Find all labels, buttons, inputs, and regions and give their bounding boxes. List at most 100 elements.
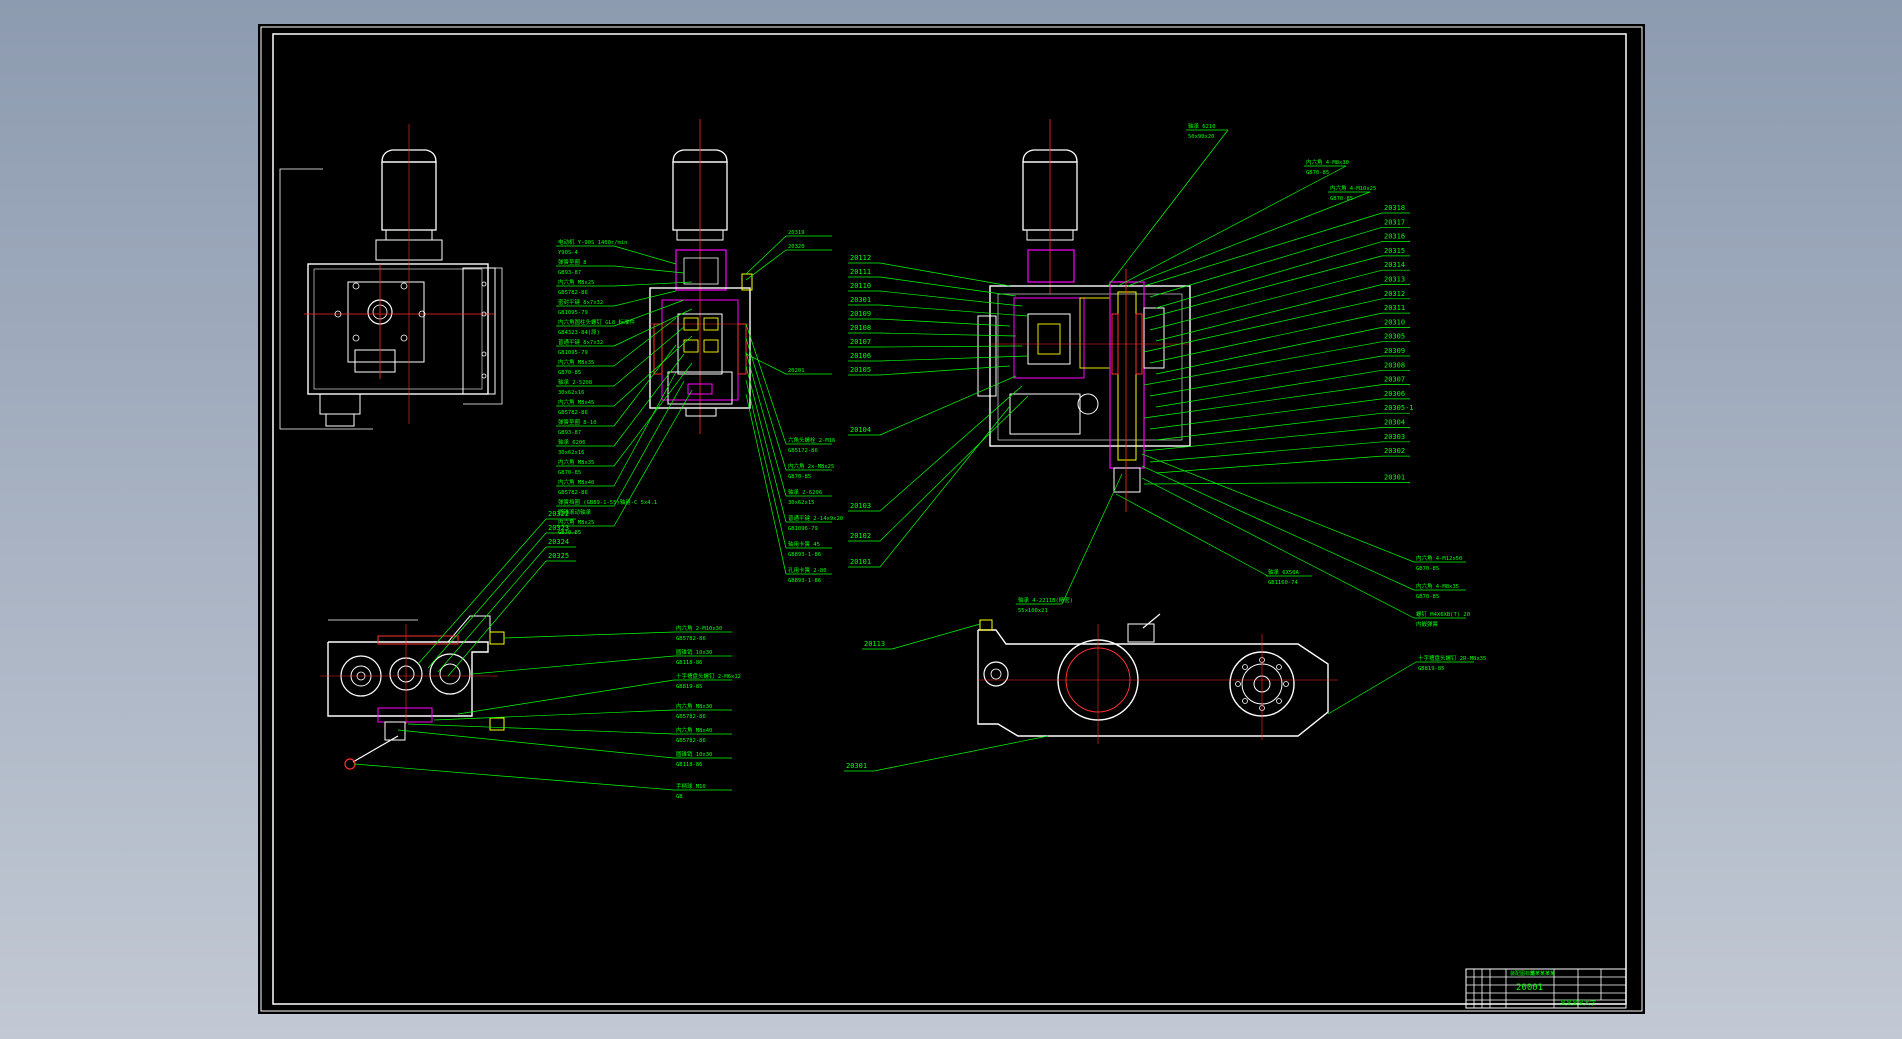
leader-line [353, 763, 675, 791]
part-number: 20314 [1384, 261, 1405, 269]
callout-label: 轴承 4-2211B(精密) [1018, 596, 1073, 604]
callout-label: 密封平键 8x7x32 [558, 298, 603, 306]
title-cell-2: 某某某某某 [1530, 971, 1555, 977]
callout-standard: GB70-85 [1330, 196, 1353, 202]
callout-label: 20319 [788, 230, 805, 236]
leader-line [745, 323, 787, 445]
callout-standard: Y90S-4 [558, 250, 579, 256]
spindle [1117, 291, 1137, 461]
bolt-circle [334, 310, 342, 318]
bolt-circle [481, 281, 487, 287]
callout-standard: GB70-85 [1306, 170, 1329, 176]
part-number: 20312 [1384, 290, 1405, 298]
leader-line [1143, 341, 1383, 386]
gear-tooth-mark [683, 317, 699, 331]
part-number: 20315 [1384, 247, 1405, 255]
part-number: 20301 [846, 762, 867, 770]
part-number: 20102 [850, 532, 871, 540]
callout-label: 内六角 4-M12x50 [1416, 554, 1462, 562]
leader-line [1149, 398, 1383, 430]
housing-lug [447, 615, 491, 643]
callout-label: 普通平键 2-14x9x20 [788, 514, 843, 522]
leader-line [397, 729, 675, 759]
leader-line [613, 317, 677, 367]
leader-line [407, 723, 675, 735]
side-mount [977, 315, 997, 397]
part-number: 20325 [548, 552, 569, 560]
section-view-center [649, 119, 753, 434]
part-number: 20111 [850, 268, 871, 276]
leader-line [879, 262, 1011, 287]
drawing-number: 20001 [1516, 983, 1543, 993]
callout-standard: GB1096-79 [788, 526, 818, 532]
callout-label: 圆锥销 10x30 [676, 648, 712, 656]
plug [979, 619, 993, 631]
callout-standard: GB893-1-86 [788, 578, 821, 584]
front-view [279, 124, 503, 430]
callout-label: 内六角 M8x30 [676, 702, 712, 710]
leader-line [471, 655, 675, 675]
callout-standard: 55x100x21 [1018, 608, 1048, 614]
bolt-circle [481, 351, 487, 357]
side-mount [462, 267, 496, 395]
leader-line [745, 379, 787, 549]
part-number: 20106 [850, 352, 871, 360]
callout-label: 轴用卡簧 45 [788, 540, 820, 548]
bolt-circle [1235, 681, 1241, 687]
part-number: 20309 [1384, 347, 1405, 355]
leader-line [1143, 298, 1383, 353]
callout-label: 内六角 4-M8x35 [1416, 582, 1459, 590]
callout-label: 十字槽盘头螺钉 2R-M8x35 [1418, 654, 1486, 662]
callout-label: 轴承 6210 [1188, 122, 1216, 130]
part-number: 20109 [850, 310, 871, 318]
callout-standard: GB893-1-86 [788, 552, 821, 558]
leader-line [1149, 355, 1383, 397]
callout-standard: GB5782-86 [676, 714, 706, 720]
leader-line [891, 623, 981, 650]
callout-standard: GB118-86 [676, 660, 703, 666]
gear-tooth-mark [683, 339, 699, 353]
callout-standard: GB5782-86 [558, 410, 588, 416]
name-plate [354, 349, 396, 373]
part-number: 20317 [1384, 218, 1405, 226]
leader-line [613, 299, 685, 327]
leader-line [1117, 165, 1347, 287]
gearbox-outline [977, 629, 1329, 737]
part-number: 20301 [1384, 473, 1405, 481]
bolt-circle [481, 373, 487, 379]
callout-label: 弹簧挡圈 (GB89-1-55)轴用-C 5x4.1 [558, 498, 657, 506]
callout-standard: 圆锥滚动轴承 [558, 508, 592, 516]
coupling-housing [1027, 249, 1075, 283]
callout-label: 普通平键 8x7x32 [558, 338, 603, 346]
callout-standard: GB118-86 [676, 762, 703, 768]
school-name: 某某某某大学 [1560, 999, 1596, 1007]
callout-standard: 30x62x15 [788, 500, 815, 506]
callout-label: 内六角 M8x25 [558, 278, 594, 286]
callout-standard: 内嵌弹簧 [1416, 620, 1439, 628]
callout-label: 轴承 2-5208 [558, 378, 592, 386]
callout-label: 20320 [788, 244, 805, 250]
motor-cap [381, 149, 437, 163]
coupling [683, 257, 719, 285]
mount-hole [983, 661, 1009, 687]
callout-label: 六角头螺栓 2-M16 [788, 436, 835, 444]
part-number: 20301 [850, 296, 871, 304]
callout-standard: GB1095-79 [558, 350, 588, 356]
leader-line [613, 290, 677, 307]
part-number: 20113 [864, 640, 885, 648]
bolt-circle [352, 334, 360, 342]
callout-standard: GB819-85 [676, 684, 703, 690]
cover-gasket [377, 635, 459, 645]
leader-line [1149, 441, 1383, 463]
shaft-bore [1077, 393, 1099, 415]
leader-line [417, 518, 547, 665]
leader-line [1149, 312, 1383, 364]
leader-line [879, 405, 1011, 568]
part-number: 20306 [1384, 390, 1405, 398]
leader-line [1155, 327, 1383, 375]
gear-stack [677, 313, 723, 375]
leader-line [1127, 191, 1371, 287]
gear-hub [439, 663, 461, 685]
title-block: 装配图标题 某某某某某 20001 某某某某大学 [1465, 968, 1627, 1009]
